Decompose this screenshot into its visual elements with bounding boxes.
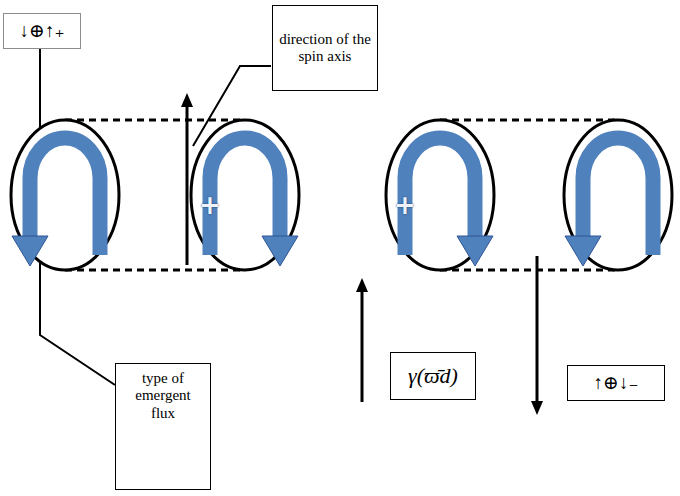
formula-box: γ(ϖ̄d) <box>390 352 476 400</box>
box-text: ↓⊕↑₊ <box>20 20 65 42</box>
dashed-tube <box>65 120 618 270</box>
box-text: γ(ϖ̄d) <box>408 363 458 388</box>
flux-ellipse <box>11 120 672 270</box>
box-text: direction of the spin axis <box>279 31 371 66</box>
text-holder: direction of the spin axis <box>279 31 371 66</box>
text-holder: γ(ϖ̄d) <box>408 363 458 388</box>
flux-type-box: ↓⊕↑₊ <box>3 13 81 49</box>
plus-sign: + <box>199 192 221 218</box>
callout-box: direction of the spin axis <box>272 5 378 91</box>
box-text: type of emergent flux <box>122 370 204 422</box>
rotation-arrow <box>30 138 653 255</box>
plus-sign: + <box>394 192 416 218</box>
text-holder: type of emergent flux <box>122 370 204 422</box>
box-text: ↑⊕↓₋ <box>594 372 639 394</box>
axis-arrow <box>187 100 537 408</box>
flux-type-box: ↑⊕↓₋ <box>567 365 665 401</box>
text-holder: ↓⊕↑₊ <box>20 20 65 42</box>
rotation-arrowhead <box>12 236 601 266</box>
text-holder: ↑⊕↓₋ <box>594 372 639 394</box>
callout-box: type of emergent flux <box>115 363 211 490</box>
